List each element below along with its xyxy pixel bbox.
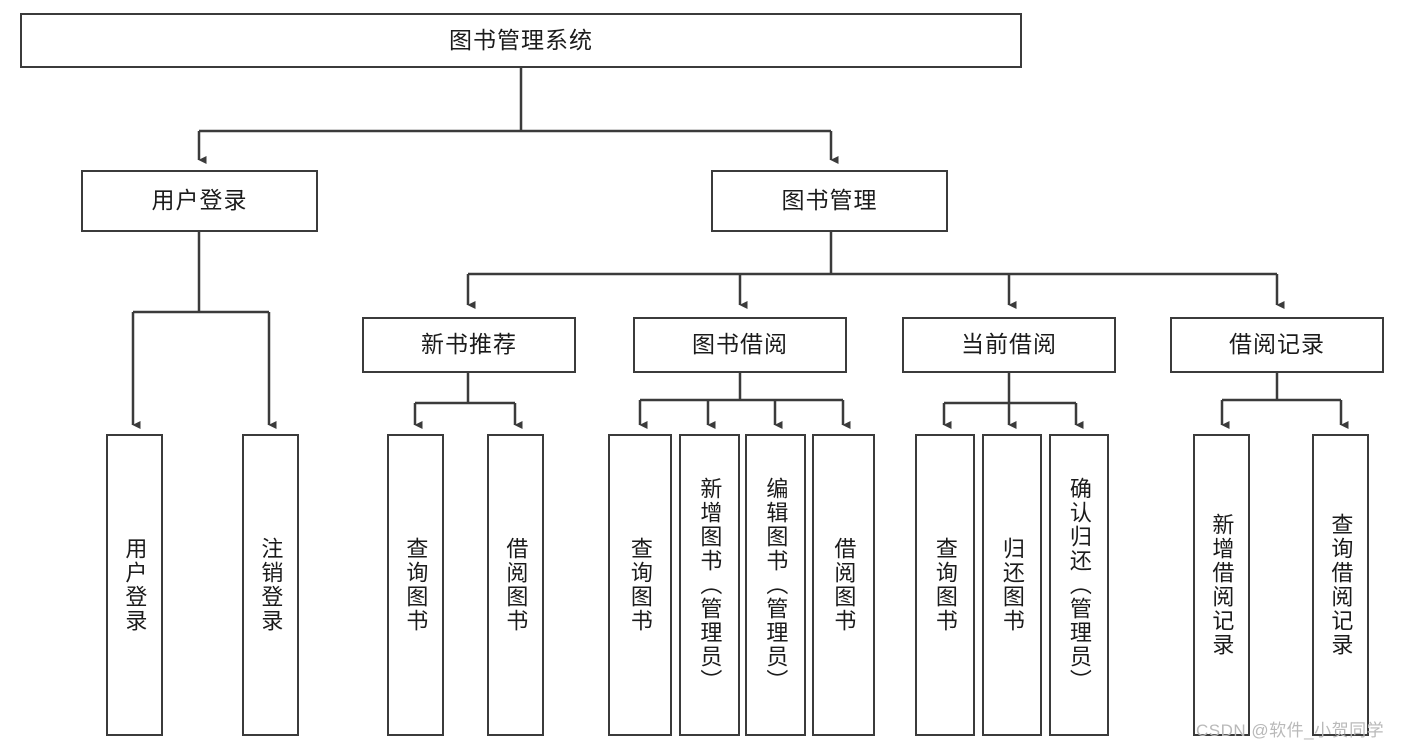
leaf-record-query-record[interactable]: 查询借阅记录	[1312, 434, 1369, 736]
node-label: 归还图书	[999, 537, 1025, 633]
node-label: 借阅图书	[831, 537, 857, 633]
node-root-library-system[interactable]: 图书管理系统	[20, 13, 1022, 68]
node-label: 确认归还（管理员）	[1066, 477, 1092, 693]
node-label: 借阅记录	[1229, 331, 1325, 358]
node-label: 查询图书	[627, 537, 653, 633]
leaf-new-book-query[interactable]: 查询图书	[387, 434, 444, 736]
node-label: 当前借阅	[961, 331, 1057, 358]
node-label: 查询图书	[932, 537, 958, 633]
leaf-borrow-query-book[interactable]: 查询图书	[608, 434, 672, 736]
leaf-borrow-borrow-book[interactable]: 借阅图书	[812, 434, 875, 736]
node-label: 用户登录	[151, 187, 248, 214]
leaf-user-login-login[interactable]: 用户登录	[106, 434, 163, 736]
node-book-borrow[interactable]: 图书借阅	[633, 317, 847, 373]
csdn-watermark: CSDN @软件_小贺同学	[1196, 721, 1385, 740]
node-label: 新增图书（管理员）	[697, 477, 723, 693]
leaf-current-confirm-return-admin[interactable]: 确认归还（管理员）	[1049, 434, 1109, 736]
node-label: 查询借阅记录	[1328, 513, 1354, 657]
node-user-login[interactable]: 用户登录	[81, 170, 318, 232]
node-label: 用户登录	[122, 537, 148, 633]
node-borrow-record[interactable]: 借阅记录	[1170, 317, 1384, 373]
node-label: 查询图书	[403, 537, 429, 633]
leaf-current-query-book[interactable]: 查询图书	[915, 434, 975, 736]
node-label: 新增借阅记录	[1209, 513, 1235, 657]
leaf-new-book-borrow[interactable]: 借阅图书	[487, 434, 544, 736]
node-new-book-recommend[interactable]: 新书推荐	[362, 317, 576, 373]
leaf-borrow-add-book-admin[interactable]: 新增图书（管理员）	[679, 434, 740, 736]
leaf-borrow-edit-book-admin[interactable]: 编辑图书（管理员）	[745, 434, 806, 736]
leaf-user-login-logout[interactable]: 注销登录	[242, 434, 299, 736]
node-label: 图书借阅	[692, 331, 788, 358]
leaf-record-add-record[interactable]: 新增借阅记录	[1193, 434, 1250, 736]
node-label: 图书管理	[781, 187, 878, 214]
node-label: 借阅图书	[503, 537, 529, 633]
node-book-management[interactable]: 图书管理	[711, 170, 948, 232]
node-label: 图书管理系统	[449, 26, 593, 53]
node-label: 注销登录	[258, 537, 284, 633]
node-label: 编辑图书（管理员）	[763, 477, 789, 693]
node-label: 新书推荐	[421, 331, 517, 358]
leaf-current-return-book[interactable]: 归还图书	[982, 434, 1042, 736]
node-current-borrow[interactable]: 当前借阅	[902, 317, 1116, 373]
